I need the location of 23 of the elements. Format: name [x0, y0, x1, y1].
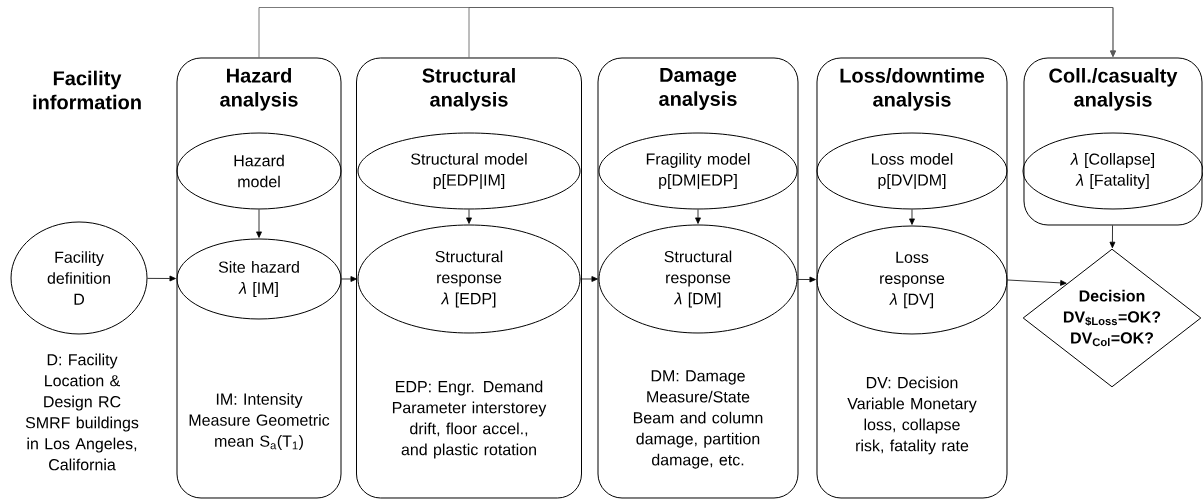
column-heading: Coll./casualty analysis: [1049, 68, 1178, 111]
column-heading: Loss/downtime analysis: [840, 68, 985, 111]
column-heading: Damage analysis: [659, 68, 737, 110]
arrow: [147, 275, 176, 282]
arrow: [580, 276, 598, 282]
description-text: DM: Damage Measure/State Beam and column damage, partition damage, etc.: [633, 370, 763, 469]
arrow: [695, 209, 701, 224]
description-text: IM: Intensity Measure Geometric mean S$_{a}$(T$_{1}$): [189, 393, 330, 450]
arrow: [468, 7, 1116, 58]
column-heading: Structural analysis: [422, 68, 515, 111]
arrow: [1109, 225, 1116, 249]
arrow: [341, 276, 357, 282]
arrow: [466, 209, 472, 224]
arrow: [256, 209, 262, 238]
arrow: [797, 276, 816, 283]
arrow: [1007, 279, 1067, 286]
description-text: DV: Decision Variable Monetary loss, collapse risk, fatality rate: [847, 376, 977, 455]
description-text: D: Facility Location & Design RC SMRF buildings in Los Angeles, California: [25, 353, 139, 471]
arrow: [909, 209, 915, 225]
node-label: Decision DV$_{$Loss}$=OK? DV$_{Col}$=OK?: [1063, 289, 1161, 347]
column-heading: Hazard analysis: [220, 68, 298, 111]
description-text: EDP: Engr. Demand Parameter interstorey drift, floor accel., and plastic rotation: [392, 380, 547, 459]
column-heading: Facility information: [33, 70, 141, 110]
